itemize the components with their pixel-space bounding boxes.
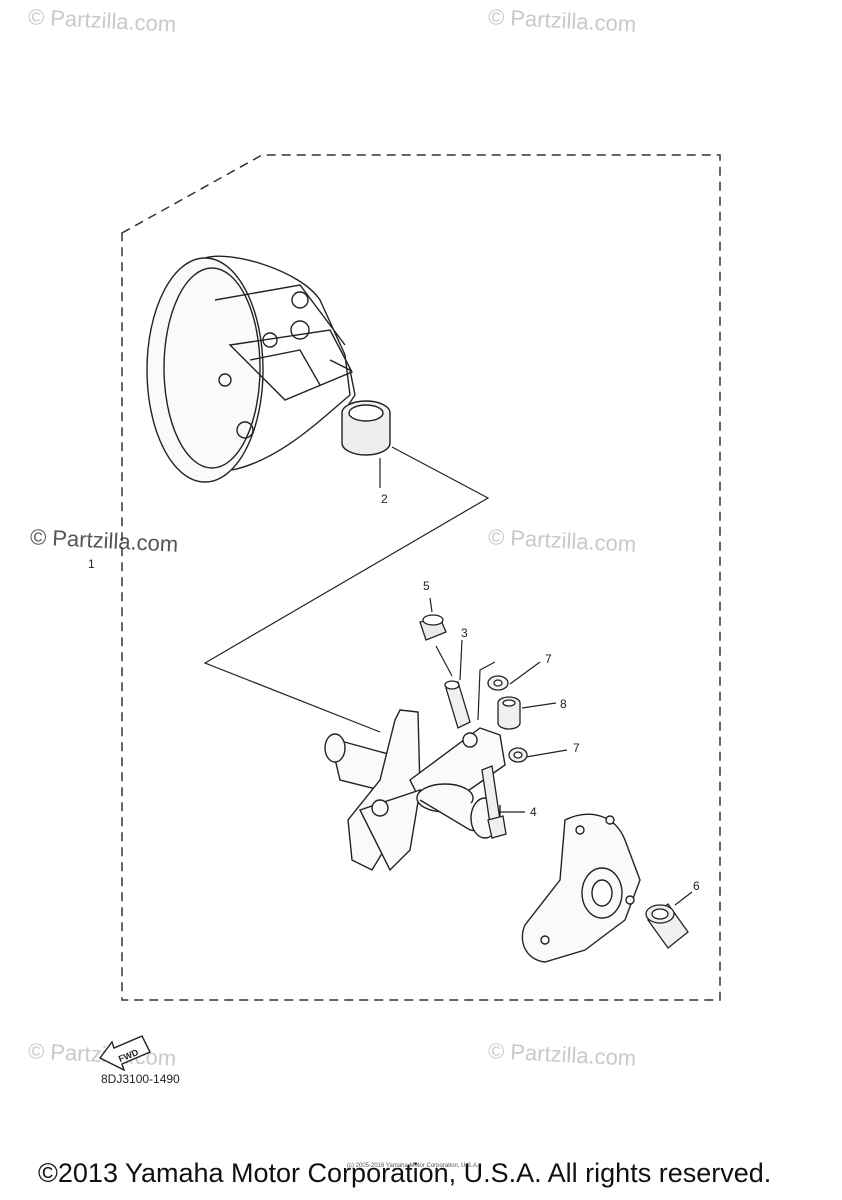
- callout-4: 4: [530, 805, 537, 819]
- cover-plate-drawing: [521, 813, 641, 963]
- callout-3: 3: [461, 626, 468, 640]
- hub-assembly-drawing: [324, 709, 506, 872]
- callout-6: 6: [693, 879, 700, 893]
- assembly-boundary: [121, 154, 721, 1001]
- part-5-nut: [419, 614, 447, 641]
- callout-8: 8: [560, 697, 567, 711]
- callout-1: 1: [88, 557, 95, 571]
- part-4-bolt: [481, 765, 507, 839]
- part-6-bushing: [645, 903, 689, 949]
- part-3-spacer: [444, 680, 471, 729]
- fwd-arrow-icon: [98, 1035, 151, 1072]
- part-2-bushing: [341, 400, 391, 456]
- callout-7-upper: 7: [545, 652, 552, 666]
- leader-lines: [203, 446, 693, 906]
- copyright-notice: ©2013 Yamaha Motor Corporation, U.S.A. A…: [38, 1158, 772, 1188]
- small-copyright: (c) 2005-2016 Yamaha Motor Corporation, …: [347, 1163, 479, 1169]
- callout-7-lower: 7: [573, 741, 580, 755]
- callout-2: 2: [381, 492, 388, 506]
- part-7-washer-lower: [508, 747, 528, 763]
- part-8-bushing: [497, 696, 521, 730]
- part-7-washer-upper: [487, 675, 509, 691]
- secondary-sheave-drawing: [146, 255, 356, 483]
- callout-5: 5: [423, 579, 430, 593]
- diagram-code: 8DJ3100-1490: [101, 1072, 180, 1086]
